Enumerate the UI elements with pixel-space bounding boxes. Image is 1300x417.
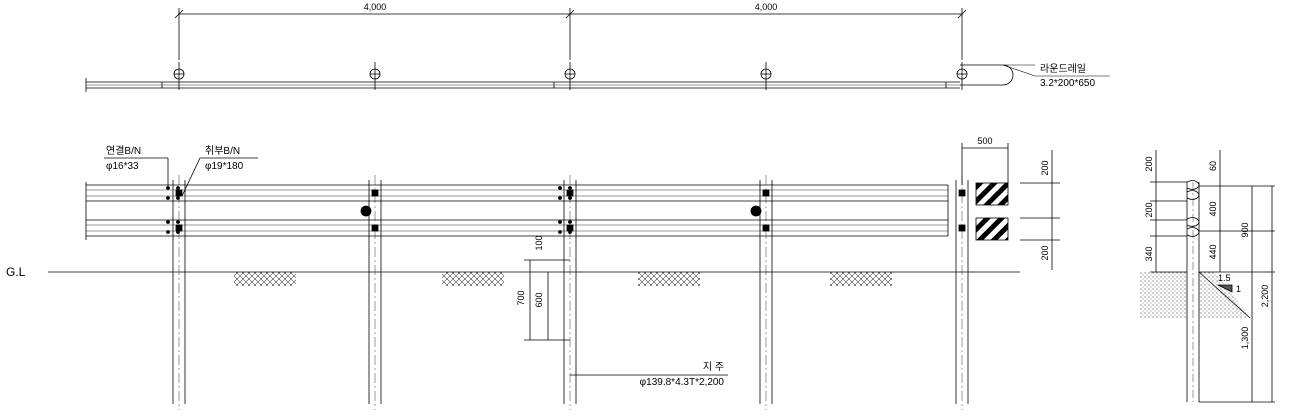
- elevation-post: [955, 175, 969, 410]
- mount-bolt-spec: φ19*180: [205, 161, 244, 172]
- right-dim-top: 200: [1040, 160, 1050, 175]
- section-dim-200-1: 200: [1144, 156, 1154, 171]
- section-dim-200-2: 200: [1144, 202, 1154, 217]
- section-dim-900: 900: [1240, 222, 1250, 237]
- mount-bolt-name: 취부B/N: [205, 145, 240, 157]
- plan-post-symbol: [956, 62, 968, 90]
- embed-dim-top: 100: [534, 235, 544, 250]
- plan-post-symbol: [173, 62, 185, 90]
- end-width-dim: 500: [977, 136, 992, 146]
- section-view: [1140, 150, 1275, 403]
- plan-post-symbol: [564, 62, 576, 90]
- plan-view: [85, 8, 1110, 92]
- elevation-post: [172, 175, 186, 410]
- splice-bolts: [558, 186, 572, 234]
- ground-line-label: G.L: [6, 265, 26, 279]
- plan-span-2: 4,000: [755, 2, 778, 12]
- plan-post-symbol: [760, 62, 772, 90]
- post-name: 지 주: [703, 361, 724, 373]
- elevation-view: [48, 143, 1060, 410]
- section-dim-400: 400: [1208, 201, 1218, 216]
- connect-bolt-name: 연결B/N: [106, 145, 141, 157]
- elevation-post: [368, 175, 382, 410]
- section-dim-1300: 1,300: [1240, 327, 1250, 350]
- plan-post-symbol: [369, 62, 381, 90]
- right-dim-bottom: 200: [1040, 245, 1050, 260]
- plan-span-1: 4,000: [364, 2, 387, 12]
- slope-label-2: 1: [1236, 284, 1241, 294]
- section-dim-440: 440: [1208, 244, 1218, 259]
- splice-bolts: [166, 186, 180, 234]
- elevation-post: [563, 175, 577, 410]
- round-rail-spec: 3.2*200*650: [1040, 78, 1095, 89]
- slope-label-1: 1.5: [1218, 273, 1231, 283]
- round-rail-name: 라운드레일: [1040, 63, 1086, 75]
- post-spec: φ139.8*4.3T*2,200: [640, 377, 725, 388]
- section-dim-340: 340: [1144, 246, 1154, 261]
- elevation-post: [759, 175, 773, 410]
- section-dim-60: 60: [1208, 161, 1218, 171]
- section-dim-2200: 2,200: [1260, 285, 1270, 308]
- connect-bolt-spec: φ16*33: [106, 161, 139, 172]
- embed-dim-total: 700: [516, 290, 526, 305]
- embed-dim-inner: 600: [534, 292, 544, 307]
